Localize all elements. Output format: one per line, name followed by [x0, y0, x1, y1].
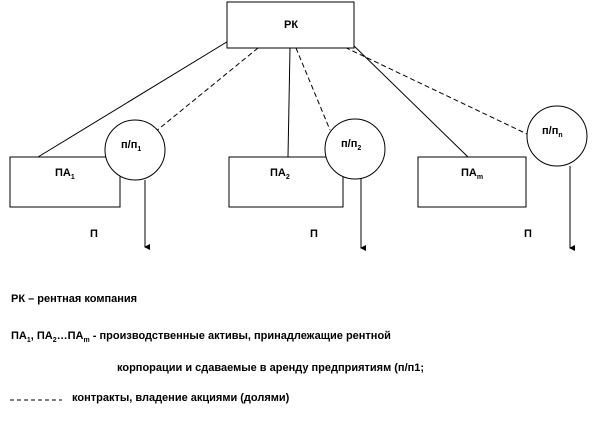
enterprise-circle-1: п/п1 — [104, 119, 166, 181]
solid-link-pa2 — [287, 47, 291, 158]
enterprise-label-2: п/п2 — [341, 138, 361, 152]
legend-rk: РК – рентная компания — [11, 293, 138, 305]
output-arrows — [144, 166, 575, 251]
rent-company-node: РК — [226, 1, 355, 49]
dashed-link-ppn — [337, 43, 528, 135]
asset-label-1: ПА1 — [55, 167, 75, 181]
asset-label-2: ПА2 — [270, 167, 290, 181]
output-label-n: П — [524, 228, 532, 240]
asset-label-m: ПАm — [461, 167, 483, 181]
enterprise-circle-2: п/п2 — [324, 118, 386, 180]
rent-company-label: РК — [284, 19, 298, 31]
output-label-1: П — [90, 228, 98, 240]
solid-link-pam — [349, 41, 469, 158]
asset-box-1: ПА1 — [9, 156, 121, 208]
asset-box-m: ПАm — [417, 156, 527, 208]
dashed-link-pp1 — [154, 47, 259, 133]
legend-dashed: контракты, владение акциями (долями) — [72, 392, 290, 404]
output-label-2: П — [310, 228, 318, 240]
enterprise-label-n: п/пn — [542, 125, 563, 139]
solid-link-pa1 — [37, 39, 231, 158]
dashed-link-pp2 — [295, 47, 331, 131]
connectors — [37, 39, 528, 158]
legend-assets-continued: корпорации и сдаваемые в аренду предприя… — [117, 362, 425, 374]
enterprise-label-1: п/п1 — [121, 139, 141, 153]
legend-assets: ПА1, ПА2…ПАm - производственные активы, … — [11, 330, 391, 345]
asset-box-2: ПА2 — [228, 156, 344, 208]
enterprise-circle-n: п/пn — [526, 105, 588, 167]
